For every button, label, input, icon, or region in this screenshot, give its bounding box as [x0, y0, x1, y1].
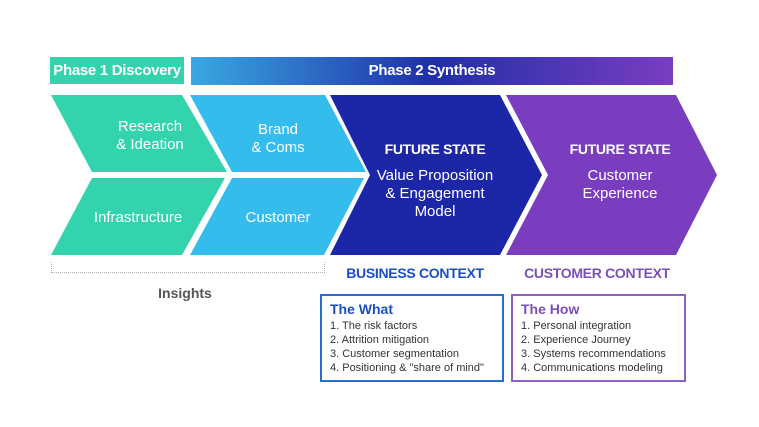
the-how-list: 1. Personal integration 2. Experience Jo…: [521, 319, 676, 375]
chevron-research: [51, 95, 227, 172]
chevron-customer: [190, 178, 364, 255]
the-how-title: The How: [521, 301, 580, 317]
phase-1-discovery-banner: Phase 1 Discovery: [50, 57, 184, 84]
chevron-infrastructure: [51, 178, 225, 255]
list-item: 4. Communications modeling: [521, 362, 663, 374]
brand-line-2: & Coms: [251, 139, 305, 156]
future-value-line-2: & Engagement: [385, 185, 485, 202]
list-item: 1. Personal integration: [521, 320, 632, 332]
chevron-brand: [190, 95, 366, 172]
insights-label: Insights: [158, 285, 212, 301]
brand-line-1: Brand: [257, 121, 299, 138]
chevron-future-value: [330, 95, 542, 255]
future-value-label: FUTURE STATE Value Proposition & Engagem…: [365, 140, 505, 221]
future-customer-line-2: Experience: [582, 185, 658, 202]
brand-label: Brand & Coms: [218, 121, 338, 157]
chevron-future-customer: [506, 95, 717, 255]
research-line-2: & Ideation: [116, 136, 184, 153]
list-item: 1. The risk factors: [330, 320, 418, 332]
future-value-line-3: Model: [414, 203, 456, 220]
the-what-title: The What: [330, 301, 393, 317]
list-item: 2. Experience Journey: [521, 334, 631, 346]
list-item: 3. Customer segmentation: [330, 348, 460, 360]
future-value-line-1: Value Proposition: [376, 167, 494, 184]
the-how-box: The How 1. Personal integration 2. Exper…: [511, 294, 686, 382]
future-state-heading: FUTURE STATE: [384, 141, 486, 157]
research-label: Research & Ideation: [90, 118, 210, 154]
infrastructure-label: Infrastructure: [93, 209, 183, 226]
list-item: 4. Positioning & "share of mind": [330, 362, 484, 374]
phase-2-synthesis-banner: Phase 2 Synthesis: [191, 57, 673, 85]
future-state-heading: FUTURE STATE: [569, 141, 671, 157]
business-context-label: BUSINESS CONTEXT: [346, 265, 484, 281]
insights-bracket: [51, 262, 325, 273]
the-what-list: 1. The risk factors 2. Attrition mitigat…: [330, 319, 494, 375]
list-item: 2. Attrition mitigation: [330, 334, 430, 346]
the-what-box: The What 1. The risk factors 2. Attritio…: [320, 294, 504, 382]
research-line-1: Research: [117, 118, 183, 135]
future-customer-line-1: Customer: [587, 167, 653, 184]
customer-context-label: CUSTOMER CONTEXT: [524, 265, 670, 281]
future-customer-label: FUTURE STATE Customer Experience: [550, 140, 690, 203]
customer-label: Customer: [245, 209, 311, 226]
list-item: 3. Systems recommendations: [521, 348, 666, 360]
